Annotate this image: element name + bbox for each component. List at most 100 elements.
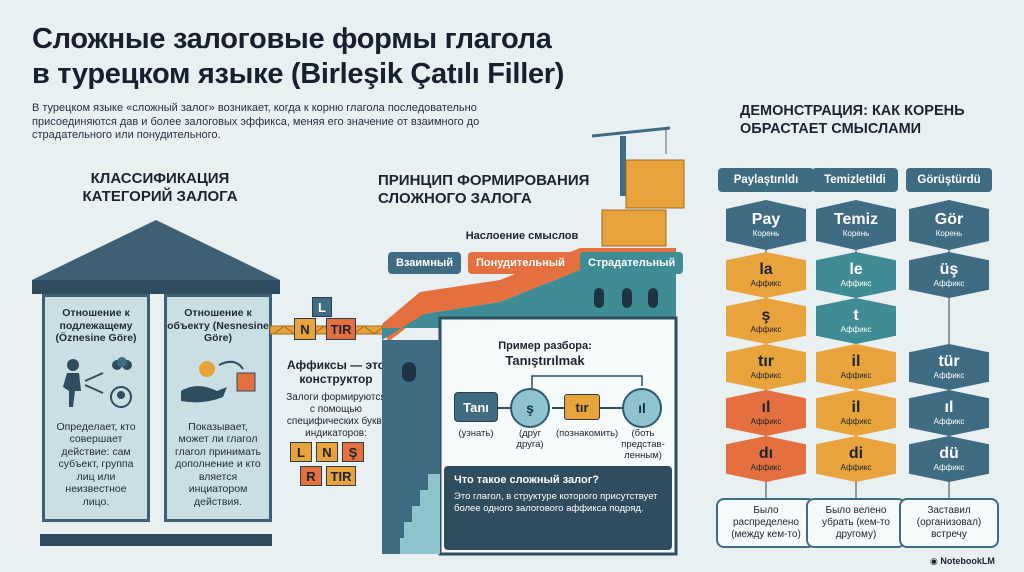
col3-affix-1-text: üş <box>939 261 959 278</box>
example-title: Пример разбора: <box>498 340 592 352</box>
affixes-heading: Аффиксы — это конструктор <box>287 358 385 386</box>
pillar-object-body: Показывает, может ли глагол глагол прини… <box>175 420 261 508</box>
title-line-1: Сложные залоговые формы глагола <box>32 23 552 55</box>
col1-affix-2-text: ş <box>761 307 771 324</box>
pillar-object-head: Отношение к объекту (Nesnesine Göre) <box>167 307 269 344</box>
col1-word: Paylaştırıldı <box>718 168 814 192</box>
crane-letter-l: L <box>312 297 332 317</box>
col1-affix-3-label: Аффикс <box>750 371 782 380</box>
watermark-icon: ◉ <box>930 556 938 566</box>
hand-box-icon <box>181 360 256 402</box>
indicator-l: L <box>290 442 312 462</box>
col1-affix-2-label: Аффикс <box>750 325 782 334</box>
col1-affix-4-text: ıl <box>761 399 771 416</box>
demo-heading: ДЕМОНСТРАЦИЯ: КАК КОРЕНЬ ОБРАСТАЕТ СМЫСЛ… <box>740 103 965 137</box>
col2-affix-2-label: Аффикс <box>840 325 872 334</box>
col2-affix-5-label: Аффикс <box>840 463 872 472</box>
col2-affix-3-text: il <box>851 353 861 370</box>
chip-ponuditelny: Понудительный <box>468 252 573 274</box>
col2-affix-1-text: le <box>849 261 863 278</box>
indicator-tir: TIR <box>326 466 356 486</box>
col1-affix-5-label: Аффикс <box>750 463 782 472</box>
indicator-sh: Ş <box>342 442 364 462</box>
col2-affix-4-label: Аффикс <box>840 417 872 426</box>
classification-heading: КЛАССИФИКАЦИЯ КАТЕГОРИЙ ЗАЛОГА <box>82 170 238 205</box>
col2-affix-4-text: il <box>851 399 861 416</box>
indicator-n: N <box>316 442 338 462</box>
page-title: Сложные залоговые формы глагола в турецк… <box>32 22 564 92</box>
gloss-sh: (друг друга) <box>516 428 544 450</box>
pillar-subject-head: Отношение к подлежащему (Öznesine Göre) <box>55 307 137 344</box>
col3-affix-2-label: Аффикс <box>933 371 965 380</box>
col2-result: Было велено убрать (кем-то другому) <box>806 498 906 548</box>
col1-affix-3-text: tır <box>758 353 774 370</box>
col1-root-text: Pay <box>751 211 781 228</box>
col1-affix-5-text: dı <box>758 445 774 462</box>
pillar-object: Отношение к объекту (Nesnesine Göre) Пок… <box>164 294 272 522</box>
intro-text: В турецком языке «сложный залог» возника… <box>32 102 480 141</box>
col3-affix-1-label: Аффикс <box>933 279 965 288</box>
pillar-subject: Отношение к подлежащему (Öznesine Göre) … <box>42 294 150 522</box>
col1-affix-1-text: la <box>759 261 773 278</box>
watermark: ◉ NotebookLM <box>930 556 995 567</box>
col1-affix-4-label: Аффикс <box>750 417 782 426</box>
layering-label: Наслоение смыслов <box>465 230 579 242</box>
col3-affix-3-label: Аффикс <box>933 417 965 426</box>
watermark-text: NotebookLM <box>940 556 995 566</box>
part-sh: ş <box>510 388 550 428</box>
definition-body: Это глагол, в структуре которого присутс… <box>454 491 658 514</box>
col2-affix-5-text: di <box>848 445 864 462</box>
pillar-subject-body: Определает, кто совершает действие: сам … <box>56 420 136 508</box>
col2-affix-3-label: Аффикс <box>840 371 872 380</box>
col2-word: Temizletildi <box>812 168 898 192</box>
col3-affix-4-text: dü <box>939 445 959 462</box>
col3-root-text: Gör <box>934 211 964 228</box>
definition-title: Что такое сложный залог? <box>454 474 599 486</box>
chip-stradatelny: Страдательный <box>580 252 684 274</box>
col2-root-text: Temiz <box>833 211 879 228</box>
crane-letter-n: N <box>294 318 316 340</box>
col3-affix-3-text: ıl <box>944 399 954 416</box>
crane-letter-tir: TIR <box>326 318 356 340</box>
col3-affix-4-label: Аффикс <box>933 463 965 472</box>
chip-vzaimny: Взаимный <box>388 252 462 274</box>
col2-root-label: Корень <box>842 229 870 238</box>
gloss-tir: (познакомить) <box>556 428 619 439</box>
part-tir: tır <box>564 394 600 420</box>
col3-root-label: Корень <box>935 229 963 238</box>
col3-affix-2-text: tür <box>938 353 960 370</box>
col1-affix-1-label: Аффикс <box>750 279 782 288</box>
gloss-il: (боть представ-ленным) <box>621 428 665 461</box>
part-tani: Tanı <box>454 392 498 422</box>
col3-result: Заставил (организовал) встречу <box>899 498 999 548</box>
part-il: ıl <box>622 388 662 428</box>
col1-root-label: Корень <box>752 229 780 238</box>
gloss-tani: (узнать) <box>458 428 494 439</box>
col3-word: Görüştürdü <box>906 168 992 192</box>
affixes-body: Залоги формируются с помощью специфическ… <box>286 392 386 439</box>
temple-illustration <box>32 220 280 546</box>
definition-box: Что такое сложный залог? Это глагол, в с… <box>444 466 672 550</box>
col2-affix-1-label: Аффикс <box>840 279 872 288</box>
col2-affix-2-text: t <box>853 307 859 324</box>
principle-heading: ПРИНЦИП ФОРМИРОВАНИЯ СЛОЖНОГО ЗАЛОГА <box>378 172 590 207</box>
title-line-2: в турецком языке (Birleşik Çatılı Filler… <box>32 58 565 90</box>
col1-result: Было распределено (между кем-то) <box>716 498 816 548</box>
